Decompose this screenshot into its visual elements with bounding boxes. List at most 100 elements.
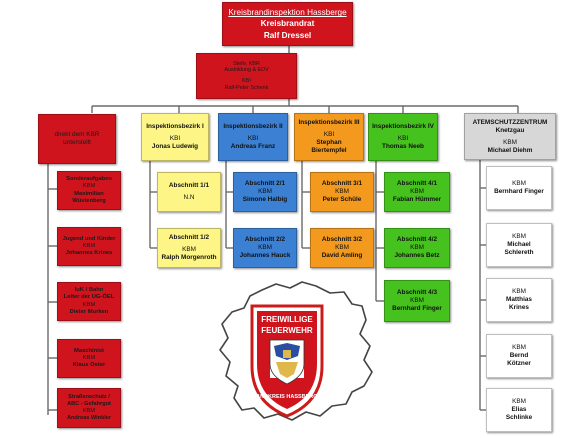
atem-item-name2: Schlinke [505, 414, 533, 421]
bezirk-name: Thomas Neeb [382, 143, 424, 150]
abschnitt-name: Peter Schüle [322, 196, 362, 203]
atem-item: KBM Elias Schlinke [486, 388, 552, 432]
direct-item-jugend: Jugend und Kinder KBM Johannes Krines [57, 227, 121, 266]
top-line2: Kreisbrandrat [260, 19, 315, 29]
abschnitt-2-1: Abschnitt 2/1 KBM Simone Halbig [233, 172, 297, 212]
abschnitt-name: Fabian Hümmer [392, 196, 442, 203]
atem-name: Michael Diehm [487, 146, 533, 154]
atem-item-role: KBM [512, 288, 526, 295]
abschnitt-title: Abschnitt 2/2 [244, 236, 286, 243]
atem-item-name1: Bernhard Finger [494, 188, 544, 195]
atem-item-role: KBM [512, 398, 526, 405]
atem-item: KBM Michael Schlereth [486, 223, 552, 267]
deputy-line3: KBI [242, 78, 251, 84]
deputy-line4: Ralf-Peter Schenk [224, 84, 269, 91]
abschnitt-role: KBM [335, 244, 349, 251]
direct-item-role: KBM [82, 183, 96, 190]
atem-role: KBM [503, 138, 517, 146]
atem-item: KBM Matthias Krines [486, 278, 552, 322]
direct-item-iuk: IuK / Bahn Leiter der UG-ÖEL KBM Dieter … [57, 282, 121, 321]
abschnitt-title: Abschnitt 4/1 [396, 180, 438, 187]
top-line3: Ralf Dressel [263, 30, 312, 40]
abschnitt-title: Abschnitt 3/2 [321, 236, 363, 243]
abschnitt-role: KBM [410, 297, 424, 304]
atem-item-name1: Matthias [506, 296, 532, 303]
abschnitt-1-2: Abschnitt 1/2 KBM Ralph Morgenroth [157, 228, 221, 268]
abschnitt-2-2: Abschnitt 2/2 KBM Johannes Hauck [233, 228, 297, 268]
direct-item-title: IuK / Bahn [74, 287, 104, 294]
bezirk-role: KBI [169, 135, 181, 142]
deputy-line2: Ausbildung & EDV [224, 67, 269, 74]
abschnitt-title: Abschnitt 4/3 [396, 289, 438, 296]
direct-item-name1: Johannes Krines [65, 250, 113, 257]
direct-kbr-box: direkt dem KBR unterstellt [38, 114, 116, 164]
direct-item-name2: Andreas Winkler [66, 414, 112, 421]
abschnitt-role: KBM [335, 188, 349, 195]
abschnitt-role: N.N [183, 194, 195, 201]
bezirk-role: KBI [247, 135, 259, 142]
direct-item-sonderaufgaben: Sonderaufgaben KBM Maximilian Wüstenberg [57, 171, 121, 210]
direct-item-name2: Wüstenberg [72, 197, 106, 204]
atem-title: ATEMSCHUTZZENTRUM [472, 118, 548, 126]
bezirk-role: KBI [397, 135, 409, 142]
atem-item-name2: Krines [509, 304, 529, 311]
atemschutzzentrum-box: ATEMSCHUTZZENTRUM Knetzgau KBM Michael D… [464, 113, 556, 160]
direct-item-name1: KBM [82, 408, 96, 414]
atem-item: KBM Bernhard Finger [486, 166, 552, 210]
direct-item-name2: Dieter Murken [69, 308, 109, 315]
abschnitt-role: KBM [410, 244, 424, 251]
bezirk-3-box: Inspektionsbezirk III KBI Stephan Bierte… [294, 113, 364, 161]
bezirk-name2: Biertempfel [311, 147, 347, 154]
abschnitt-4-3: Abschnitt 4/3 KBM Bernhard Finger [384, 280, 450, 322]
abschnitt-role: KBM [258, 188, 272, 195]
bezirk-1-box: Inspektionsbezirk I KBI Jonas Ludewig [141, 113, 209, 161]
bezirk-role: KBI [323, 131, 335, 138]
atem-item: KBM Bernd Kötzner [486, 334, 552, 378]
direct-item-name1: KBM [82, 301, 96, 308]
abschnitt-role: KBM [410, 188, 424, 195]
direct-item-role: Leiter der UG-ÖEL [63, 294, 115, 301]
abschnitt-name: Johannes Betz [394, 252, 440, 259]
bezirk-2-box: Inspektionsbezirk II KBI Andreas Franz [218, 113, 288, 161]
deputy-line1: Stellv. KBR [233, 60, 260, 67]
direct-item-role: KBM [82, 354, 96, 361]
abschnitt-title: Abschnitt 4/2 [396, 236, 438, 243]
bezirk-title: Inspektionsbezirk II [223, 123, 283, 130]
direct-item-maschinist: Maschinist KBM Klaus Oster [57, 339, 121, 378]
direct-item-title: Maschinist [74, 347, 104, 354]
emblem-line1: FREIWILLIGE [261, 315, 313, 324]
direct-item-title: Straßenschutz / [68, 394, 110, 401]
abschnitt-name: Simone Halbig [242, 196, 288, 203]
direct-line2: unterstellt [63, 139, 91, 146]
abschnitt-title: Abschnitt 1/1 [168, 182, 210, 189]
bezirk-title: Inspektionsbezirk III [298, 119, 360, 126]
abschnitt-name: Johannes Hauck [239, 252, 291, 259]
atem-item-name2: Kötzner [507, 360, 531, 367]
atem-place: Knetzgau [495, 126, 525, 134]
atem-item-name2: Schlereth [504, 249, 534, 256]
shield-emblem [250, 304, 324, 418]
atem-item-name1: Michael [507, 241, 531, 248]
atem-item-role: KBM [512, 233, 526, 240]
direct-item-title: Sonderaufgaben [66, 176, 112, 183]
abschnitt-3-1: Abschnitt 3/1 KBM Peter Schüle [310, 172, 374, 212]
atem-item-name1: Elias [511, 406, 527, 413]
atem-item-role: KBM [512, 344, 526, 351]
abschnitt-4-2: Abschnitt 4/2 KBM Johannes Betz [384, 228, 450, 268]
direct-item-name1: Maximilian [74, 190, 104, 197]
abschnitt-title: Abschnitt 3/1 [321, 180, 363, 187]
deputy-box: Stellv. KBR Ausbildung & EDV KBI Ralf-Pe… [196, 53, 297, 99]
direct-item-title: Jugend und Kinder [62, 235, 116, 242]
abschnitt-4-1: Abschnitt 4/1 KBM Fabian Hümmer [384, 172, 450, 212]
bezirk-name: Stephan [316, 139, 342, 146]
abschnitt-title: Abschnitt 1/2 [168, 234, 210, 241]
atem-item-name1: Bernd [509, 352, 529, 359]
abschnitt-3-2: Abschnitt 3/2 KBM David Amling [310, 228, 374, 268]
abschnitt-name: Ralph Morgenroth [161, 254, 217, 261]
emblem-line2: FEUERWEHR [261, 326, 313, 335]
direct-item-strassenschutz: Straßenschutz / ABC - Gefahrgut KBM Andr… [57, 388, 121, 428]
bezirk-4-box: Inspektionsbezirk IV KBI Thomas Neeb [368, 113, 438, 161]
bezirk-title: Inspektionsbezirk IV [372, 123, 434, 130]
bezirk-name: Andreas Franz [230, 143, 276, 150]
